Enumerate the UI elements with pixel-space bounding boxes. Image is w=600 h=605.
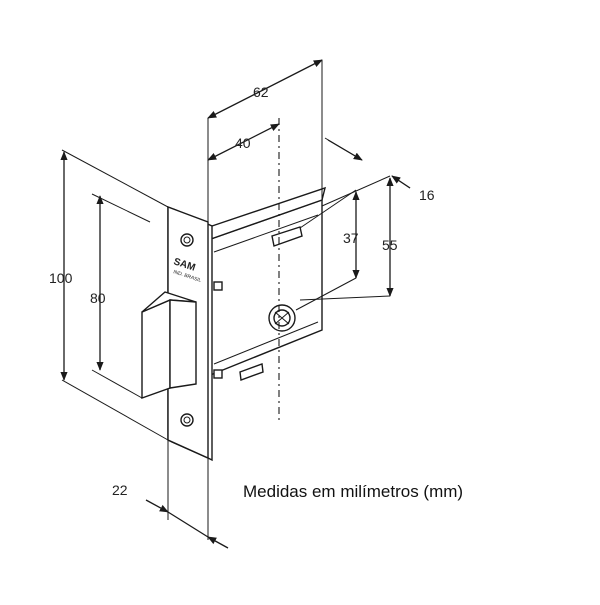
dim-line-22a: [145, 499, 169, 513]
dim-line-22-span: [167, 511, 209, 538]
dim-label-55: 55: [382, 237, 398, 253]
case-inner-edge: [213, 214, 319, 365]
dim-line-16a: [327, 139, 363, 161]
lock-case: [206, 186, 326, 381]
dim-label-16: 16: [419, 187, 435, 203]
dim-line-40: [207, 123, 280, 161]
dim-label-40: 40: [235, 135, 251, 151]
screw-hole-top-inner: [183, 236, 191, 244]
latch-side: [169, 299, 197, 389]
screw-hole-top: [180, 233, 194, 247]
dim-label-62: 62: [253, 84, 269, 100]
dim-line-22b: [207, 536, 229, 549]
case-slot-top: [213, 281, 223, 291]
case-slot-bottom: [213, 369, 223, 379]
dim-line-16b: [391, 175, 411, 189]
dim-label-37: 37: [343, 230, 359, 246]
dim-label-100: 100: [49, 270, 73, 286]
screw-hole-bottom-inner: [183, 416, 191, 424]
latch-front: [141, 298, 171, 399]
spindle-square-icon: [274, 311, 290, 325]
bottom-bracket: [239, 363, 264, 381]
dimension-lines: [60, 59, 411, 549]
dim-label-80: 80: [90, 290, 106, 306]
dim-label-22: 22: [112, 482, 128, 498]
dimension-labels: 62 40 16 37 55 100 80 22: [49, 84, 435, 498]
latch-bolt: [141, 291, 197, 399]
screw-hole-bottom: [180, 413, 194, 427]
dim-line-62: [207, 59, 323, 119]
units-caption: Medidas em milímetros (mm): [243, 482, 464, 501]
